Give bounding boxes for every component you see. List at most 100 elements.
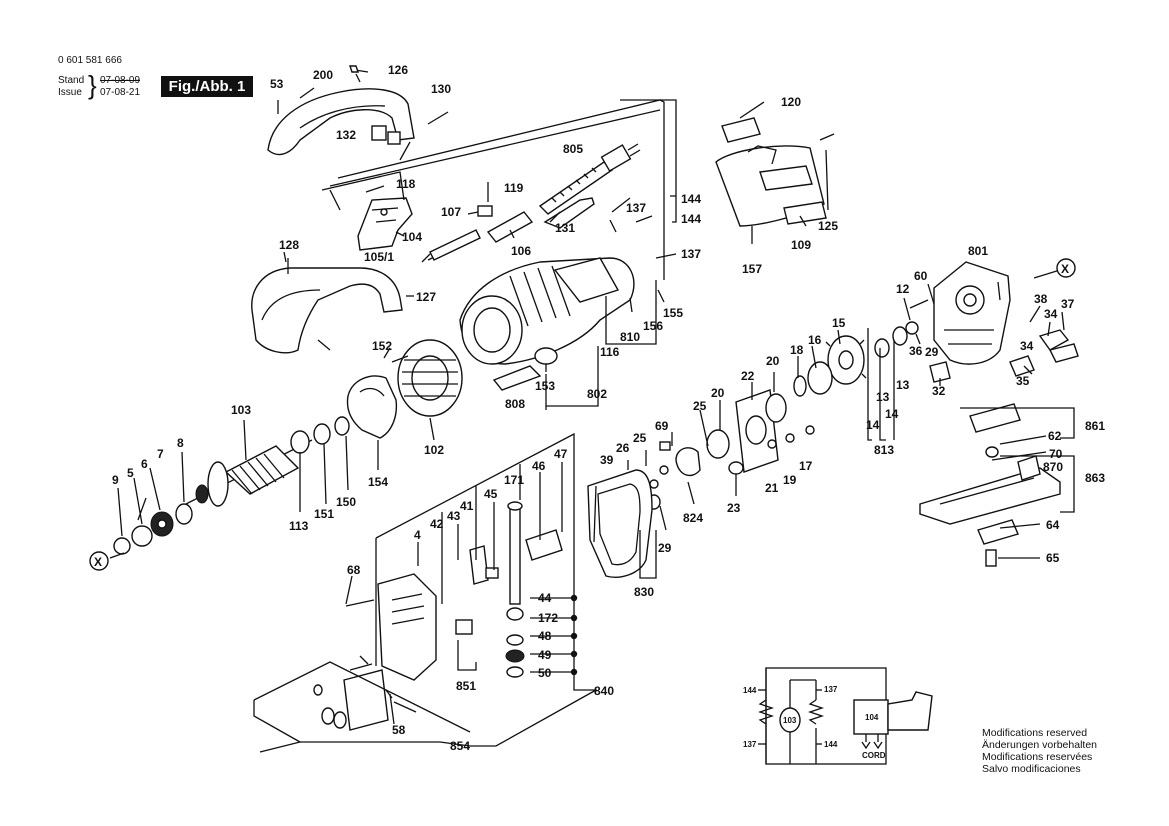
wire-137-left: 137	[743, 740, 757, 749]
callout-46: 46	[532, 459, 546, 473]
callout-22: 22	[741, 369, 755, 383]
callout-16: 16	[808, 333, 822, 347]
callout-802: 802	[587, 387, 607, 401]
wire-144-left: 144	[743, 686, 757, 695]
callout-861: 861	[1085, 419, 1105, 433]
callout-109: 109	[791, 238, 811, 252]
cord-and-sleeve-805	[427, 143, 641, 261]
callout-68: 68	[347, 563, 361, 577]
callout-851: 851	[456, 679, 476, 693]
issue-label: Issue	[58, 87, 82, 98]
modification-notes: Modifications reserved Änderungen vorbeh…	[982, 727, 1097, 775]
callout-805: 805	[563, 142, 583, 156]
motor-103-label: 103	[783, 716, 797, 725]
marker-x-left: X	[94, 555, 102, 569]
callout-41: 41	[460, 499, 474, 513]
callout-18: 18	[790, 343, 804, 357]
issue-date: 07-08-21	[100, 87, 141, 98]
note-line: Änderungen vorbehalten	[982, 739, 1098, 751]
callout-104: 104	[402, 230, 422, 244]
callout-58: 58	[392, 723, 406, 737]
callout-26: 26	[616, 441, 630, 455]
callout-813: 813	[874, 443, 894, 457]
callout-32: 32	[932, 384, 946, 398]
callout-43: 43	[447, 509, 461, 523]
note-line: Modifications reserved	[982, 727, 1088, 739]
callout-150: 150	[336, 495, 356, 509]
fan-cover-157	[715, 117, 835, 227]
callout-840: 840	[594, 684, 614, 698]
callout-131: 131	[555, 221, 575, 235]
callout-49: 49	[538, 648, 552, 662]
callout-29b: 29	[658, 541, 672, 555]
callout-116: 116	[600, 345, 620, 359]
callout-14b: 14	[866, 418, 880, 432]
callout-103: 103	[231, 403, 251, 417]
callout-125: 125	[818, 219, 838, 233]
callout-25a: 25	[693, 399, 707, 413]
field-coil-102	[391, 339, 463, 417]
callout-70: 70	[1049, 447, 1063, 461]
callout-34b: 34	[1020, 339, 1034, 353]
callout-19: 19	[783, 473, 797, 487]
callout-172: 172	[538, 611, 558, 625]
note-line: Modifications reservées	[982, 751, 1093, 763]
switch-unit-104	[357, 197, 413, 251]
marker-x-circle	[89, 551, 109, 571]
callout-29a: 29	[925, 345, 939, 359]
callout-863: 863	[1085, 471, 1105, 485]
callout-118: 118	[396, 177, 416, 191]
callout-34a: 34	[1044, 307, 1058, 321]
callout-17: 17	[799, 459, 813, 473]
callout-126: 126	[388, 63, 408, 77]
wire-144-right: 144	[824, 740, 838, 749]
callout-50: 50	[538, 666, 552, 680]
callout-7: 7	[157, 447, 164, 461]
callout-21: 21	[765, 481, 779, 495]
marker-x-right: X	[1061, 262, 1069, 276]
callout-152: 152	[372, 339, 392, 353]
callout-25b: 25	[633, 431, 647, 445]
gear-housing-801	[905, 261, 1079, 383]
callout-830: 830	[634, 585, 654, 599]
callout-47: 47	[554, 447, 568, 461]
gasket-39	[587, 469, 653, 578]
callout-4: 4	[414, 528, 421, 542]
callout-20a: 20	[766, 354, 780, 368]
callout-130: 130	[431, 82, 451, 96]
callout-870: 870	[1043, 460, 1063, 474]
callout-13a: 13	[896, 378, 910, 392]
armature-103	[185, 416, 350, 507]
callout-20b: 20	[711, 386, 725, 400]
callout-132: 132	[336, 128, 356, 142]
base-plate-863	[919, 403, 1061, 567]
callout-854: 854	[450, 739, 470, 753]
callout-48: 48	[538, 629, 552, 643]
callout-824: 824	[683, 511, 703, 525]
stand-date: 07-08-09	[100, 75, 141, 86]
callout-13b: 13	[876, 390, 890, 404]
callout-44: 44	[538, 591, 552, 605]
baffle-154	[346, 375, 398, 439]
stand-label: Stand	[58, 75, 85, 86]
callout-12: 12	[896, 282, 910, 296]
callout-157: 157	[742, 262, 762, 276]
callout-39: 39	[600, 453, 614, 467]
guide-housing-840	[343, 573, 437, 731]
handle-bottom-127	[251, 258, 403, 354]
bearings-5-9	[113, 503, 193, 555]
callout-53: 53	[270, 77, 284, 91]
callout-8: 8	[177, 436, 184, 450]
guide-rollers-854	[313, 684, 417, 729]
callout-14a: 14	[885, 407, 899, 421]
callout-153: 153	[535, 379, 555, 393]
callout-42: 42	[430, 517, 444, 531]
wire-137-right: 137	[824, 685, 838, 694]
callout-107: 107	[441, 205, 461, 219]
callout-119: 119	[504, 181, 524, 195]
callout-144a: 144	[681, 192, 701, 206]
callout-127: 127	[416, 290, 436, 304]
callout-120: 120	[781, 95, 801, 109]
callout-808: 808	[505, 397, 525, 411]
callout-36: 36	[909, 344, 923, 358]
